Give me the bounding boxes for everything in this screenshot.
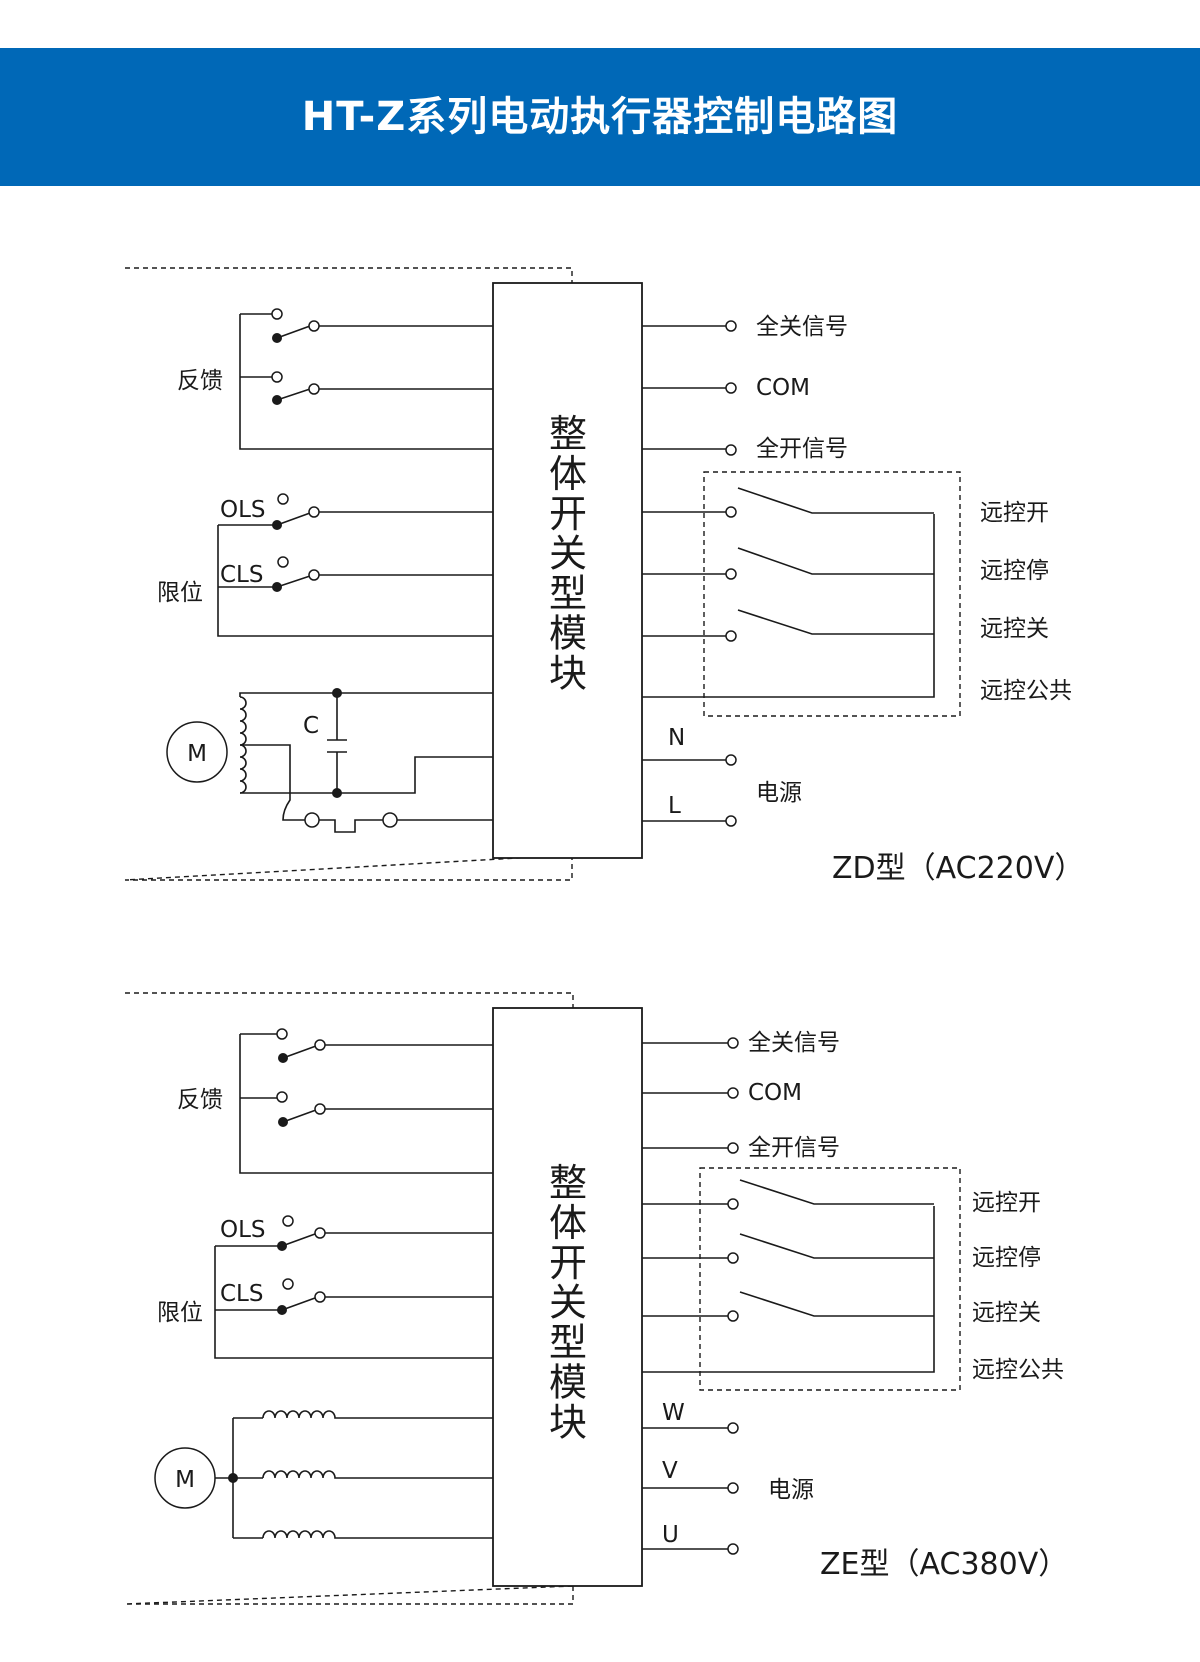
signal-label-open: 全开信号 xyxy=(756,436,848,462)
limit-switches xyxy=(217,493,493,637)
motor-label: M xyxy=(187,741,207,767)
ols-label: OLS xyxy=(220,497,266,523)
signal-label-open: 全开信号 xyxy=(748,1135,840,1161)
module-label-char: 开 xyxy=(549,1241,587,1285)
power-terminal-u: U xyxy=(662,1522,679,1548)
ols-label: OLS xyxy=(220,1217,266,1243)
feedback-switches xyxy=(239,308,493,450)
module-label-char: 体 xyxy=(549,452,587,496)
module-label-char: 块 xyxy=(549,651,587,695)
limit-switches xyxy=(214,1215,493,1359)
cls-label: CLS xyxy=(220,1281,263,1307)
power-terminal-v: V xyxy=(662,1458,678,1484)
cls-label: CLS xyxy=(220,562,263,588)
header-banner: HT-Z系列电动执行器控制电路图 xyxy=(0,48,1200,186)
motor-circuit xyxy=(154,1410,493,1539)
signal-label-closed: 全关信号 xyxy=(756,314,848,340)
remote-label-stop: 远控停 xyxy=(972,1245,1041,1271)
module-label: 整体开关型模块 xyxy=(549,1161,587,1444)
capacitor-label: C xyxy=(303,713,319,739)
remote-label-common: 远控公共 xyxy=(980,678,1072,704)
motor-label: M xyxy=(175,1467,195,1493)
enclosure-border xyxy=(124,992,574,1605)
diagram-zd: 反馈 限位 OLS CLS M C 全关信号 COM 全开信号 远控开 远控停 … xyxy=(124,267,1084,886)
power-label: 电源 xyxy=(756,780,802,806)
limit-label: 限位 xyxy=(157,1300,203,1326)
module-label-char: 开 xyxy=(549,492,587,536)
signal-label-closed: 全关信号 xyxy=(748,1030,840,1056)
feedback-switches xyxy=(239,1028,493,1174)
module-label-char: 关 xyxy=(549,1281,587,1325)
power-label: 电源 xyxy=(768,1477,814,1503)
module-label-char: 模 xyxy=(549,1361,587,1405)
limit-label: 限位 xyxy=(157,580,203,606)
power-terminal-n: N xyxy=(668,725,685,751)
module-label-char: 块 xyxy=(549,1400,587,1444)
remote-label-common: 远控公共 xyxy=(972,1357,1064,1383)
module-box xyxy=(492,1007,643,1587)
module-label-char: 型 xyxy=(549,1321,587,1365)
motor-circuit xyxy=(166,688,493,833)
model-label: ZD型（AC220V） xyxy=(832,851,1084,886)
page-title: HT-Z系列电动执行器控制电路图 xyxy=(301,94,899,140)
power-terminals xyxy=(642,754,737,827)
module-label-char: 型 xyxy=(549,572,587,616)
remote-label-close: 远控关 xyxy=(972,1300,1041,1326)
module-label-char: 整 xyxy=(549,412,587,456)
signal-label-com: COM xyxy=(756,375,810,401)
remote-control-box xyxy=(642,1167,961,1391)
motor-symbol xyxy=(166,721,228,783)
module-label-char: 体 xyxy=(549,1201,587,1245)
module-label-char: 模 xyxy=(549,612,587,656)
signal-terminals xyxy=(642,1037,739,1154)
module-label-char: 关 xyxy=(549,532,587,576)
diagram-ze: 反馈 限位 OLS CLS M 全关信号 COM 全开信号 远控开 远控停 远控… xyxy=(124,992,1068,1605)
power-terminal-w: W xyxy=(662,1400,685,1426)
power-terminals xyxy=(642,1422,739,1555)
remote-label-open: 远控开 xyxy=(980,500,1049,526)
model-label: ZE型（AC380V） xyxy=(820,1547,1068,1582)
signal-label-com: COM xyxy=(748,1080,802,1106)
module-label-char: 整 xyxy=(549,1161,587,1205)
remote-label-stop: 远控停 xyxy=(980,558,1049,584)
feedback-label: 反馈 xyxy=(177,368,223,394)
power-terminal-l: L xyxy=(668,793,681,819)
signal-terminals xyxy=(642,320,737,456)
remote-label-open: 远控开 xyxy=(972,1190,1041,1216)
enclosure-border xyxy=(124,267,573,881)
module-box xyxy=(492,282,643,859)
module-label: 整体开关型模块 xyxy=(549,412,587,695)
remote-control-box xyxy=(642,471,961,717)
remote-label-close: 远控关 xyxy=(980,616,1049,642)
feedback-label: 反馈 xyxy=(177,1087,223,1113)
